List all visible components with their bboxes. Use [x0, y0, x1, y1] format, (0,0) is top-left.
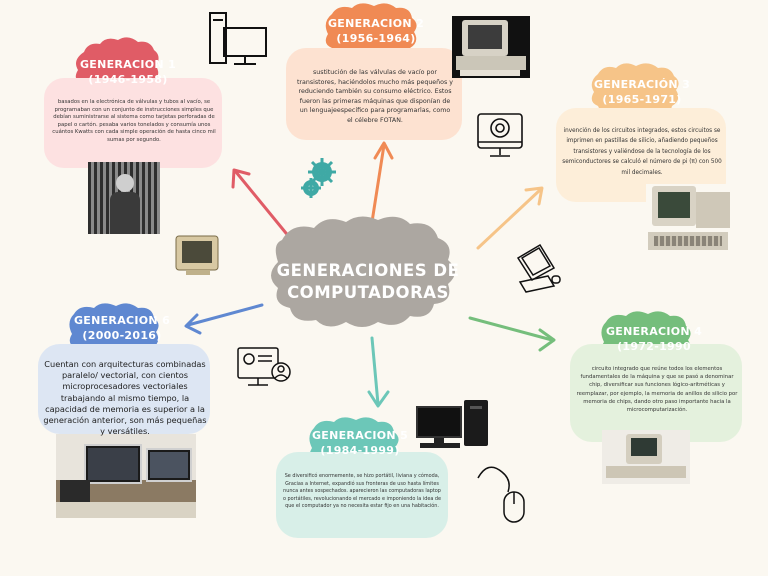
arrow-gen2 [370, 141, 394, 224]
gen3-description: invención de los circuitos integrados, e… [562, 128, 722, 176]
gen1-title-name: GENERACION 1 [79, 58, 177, 71]
gen2-title-blob [325, 3, 417, 61]
gen3-title-name: GENERACIÓN 3 [593, 78, 691, 91]
gen3-title: GENERACIÓN 3 (1965-1971) [592, 77, 692, 107]
gen6-title: GENERACION 6 (2000-2016) [70, 313, 174, 343]
gen5-title-years: (1984-1999) [320, 444, 400, 457]
gen4-description: circuito integrado que reúne todos los e… [576, 366, 738, 414]
gen4-photo [602, 430, 690, 484]
gen6-description: Cuentan con arquitecturas combinadas par… [43, 359, 207, 437]
mouse-icon [477, 466, 525, 523]
settings-monitor-icon [477, 113, 523, 157]
gen1-title: GENERACION 1 (1946-1958) [78, 57, 178, 87]
gen6-title-name: GENERACION 6 [73, 314, 171, 327]
gen5-photo [414, 398, 490, 450]
gen6-title-years: (2000-2016) [82, 329, 162, 342]
retro-monitor-icon [175, 235, 219, 275]
gen3-title-blob [591, 63, 679, 119]
arrow-gen6 [184, 303, 264, 335]
center-cloud [271, 216, 455, 327]
gen4-title: GENERACION 4 (1972-1990 [604, 324, 704, 354]
gen5-description: Se diversificó enormemente, se hizo port… [283, 473, 441, 510]
arrow-gen5 [367, 336, 390, 408]
gen3-photo [646, 184, 732, 258]
gen5-title-name: GENERACION 5 [311, 429, 409, 442]
gen1-photo [88, 162, 160, 234]
desktop-computer-icon [209, 12, 267, 65]
gen1-box [44, 78, 222, 168]
gen3-box [556, 108, 726, 202]
gen2-description: sustitución de las válvulas de vacío por… [296, 69, 454, 124]
user-monitor-icon [237, 347, 291, 386]
gen6-box [38, 344, 210, 434]
arrow-gen4 [468, 316, 556, 352]
computer-sketch-icon [516, 243, 561, 293]
gen2-box [286, 48, 462, 140]
gen2-title-years: (1956-1964) [336, 32, 416, 45]
gen2-title-name: GENERACION 2 [327, 17, 425, 30]
gen4-title-years: (1972-1990 [617, 340, 691, 353]
gears-icon [301, 158, 336, 198]
gen5-box [276, 452, 448, 538]
gen3-title-years: (1965-1971) [602, 93, 682, 106]
gen1-title-years: (1946-1958) [88, 73, 168, 86]
center-title-line1: GENERACIONES DE [276, 261, 460, 280]
gen6-photo [56, 434, 196, 518]
arrow-gen3 [476, 186, 544, 250]
gen4-box [570, 344, 742, 442]
center-title-line2: COMPUTADORAS [287, 283, 449, 302]
gen5-title: GENERACION 5 (1984-1999) [308, 428, 412, 458]
center-title: GENERACIONES DE COMPUTADORAS [268, 260, 468, 304]
gen2-title: GENERACION 2 (1956-1964) [326, 16, 426, 46]
arrow-gen1 [231, 168, 292, 240]
gen1-description: basados en la electrónica de válvulas y … [52, 99, 216, 143]
gen4-title-name: GENERACION 4 [605, 325, 703, 338]
gen2-photo [452, 16, 530, 78]
